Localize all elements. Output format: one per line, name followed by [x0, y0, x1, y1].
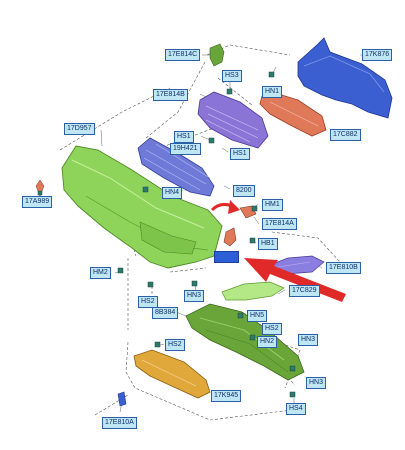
energy-absorber: [259, 91, 327, 137]
bracket-17e814c: [209, 43, 225, 67]
label-hs1-lower: HS1: [230, 148, 250, 160]
label-8200: 8200: [233, 185, 255, 197]
label-hm1: HM1: [262, 199, 283, 211]
label-17c829: 17C829: [289, 285, 320, 297]
label-hs1-upper: HS1: [174, 131, 194, 143]
spoiler-17c829: [221, 281, 285, 301]
label-17a989: 17A989: [22, 196, 53, 208]
undertray-shield: [185, 303, 305, 381]
label-hn5: HN5: [247, 310, 268, 322]
bracket-17757: [223, 227, 237, 247]
label-hn3-right-upper: HN3: [298, 334, 319, 346]
label-hs2-right: HS2: [262, 323, 282, 335]
label-17c882: 17C882: [330, 129, 361, 141]
label-hn3-top: HN3: [184, 290, 205, 302]
label-17757-highlighted: 17757: [214, 251, 240, 263]
label-hs3: HS3: [222, 70, 242, 82]
label-17k945: 17K945: [211, 390, 242, 402]
upper-grille: [197, 91, 269, 149]
fasteners: [37, 71, 296, 398]
label-17k876: 17K876: [362, 49, 393, 61]
label-hn3-right-lower: HN3: [306, 377, 327, 389]
label-hb1: HB1: [258, 238, 278, 250]
label-hm2: HM2: [90, 267, 111, 279]
label-hn1: HN1: [262, 86, 283, 98]
bumper-reinforcement: [297, 37, 393, 119]
front-bumper-cover: [61, 145, 223, 269]
lower-grille: [137, 137, 215, 197]
label-hn4: HN4: [162, 187, 183, 199]
label-17e814b: 17E814B: [153, 89, 188, 101]
part-17e810a: [117, 391, 127, 407]
skid-plate: [133, 349, 211, 399]
label-17e810b: 17E810B: [326, 262, 361, 274]
label-19h421: 19H421: [170, 143, 201, 155]
label-hs2-left: HS2: [165, 339, 185, 351]
label-17e814c: 17E814C: [165, 49, 201, 61]
label-17e810a: 17E810A: [102, 417, 137, 429]
label-8b384: 8B384: [152, 307, 179, 319]
red-arrow-curved: [210, 200, 240, 214]
label-17d957: 17D957: [64, 123, 95, 135]
label-hs2-top: HS2: [138, 296, 158, 308]
label-hs4: HS4: [286, 403, 306, 415]
label-hn2: HN2: [257, 336, 278, 348]
red-arrow-pointer: [244, 258, 346, 302]
label-17e814a: 17E814A: [262, 218, 297, 230]
